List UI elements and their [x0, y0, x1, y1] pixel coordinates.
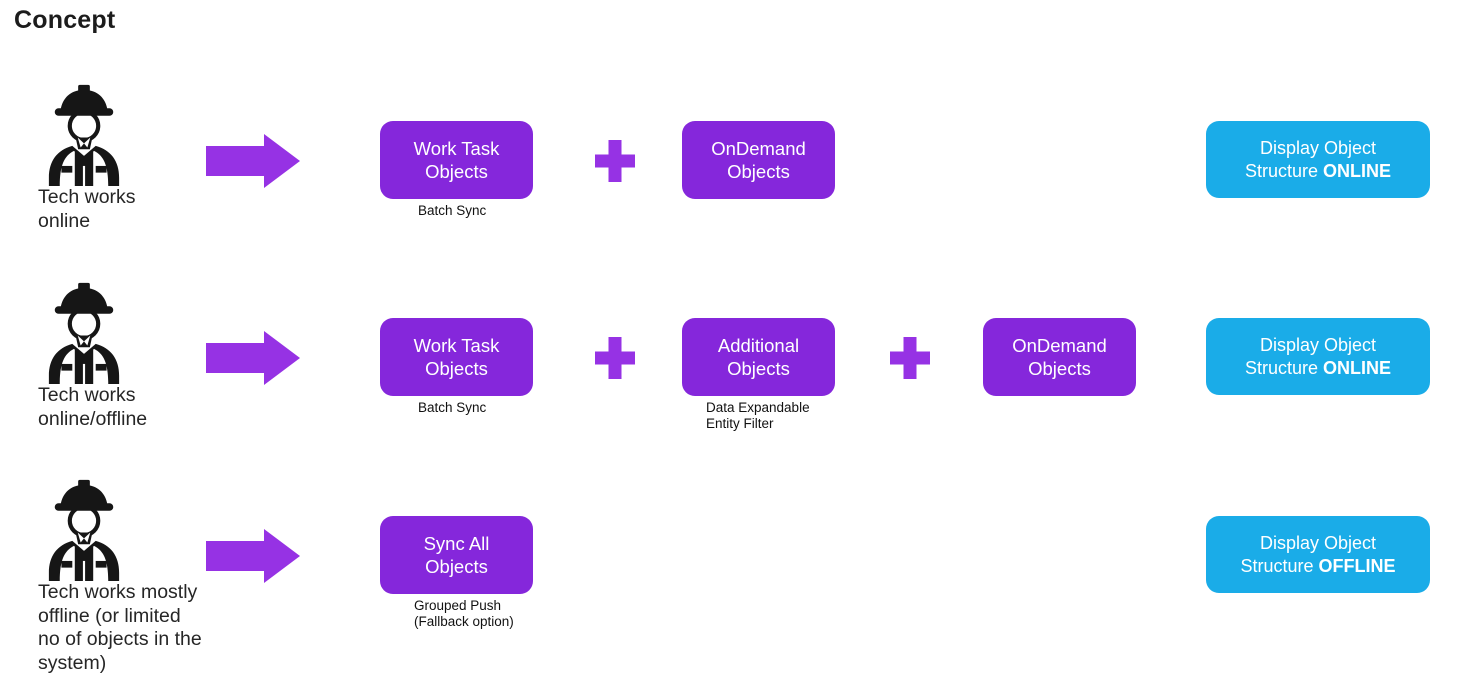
result-line1: Display Object	[1259, 532, 1377, 553]
page-title: Concept	[14, 6, 116, 34]
result-mode: ONLINE	[1323, 357, 1392, 378]
work-task-objects-box: Work Task Objects	[380, 318, 533, 396]
construction-worker-icon	[42, 84, 126, 186]
actor-caption: Tech works online/offline	[38, 384, 148, 430]
result-mode: ONLINE	[1323, 160, 1392, 181]
construction-worker-icon	[42, 282, 126, 384]
sync-all-objects-box: Sync All Objects	[380, 516, 533, 594]
result-line1: Display Object	[1259, 334, 1377, 355]
data-expandable-entity-filter-label: Data Expandable Entity Filter	[706, 400, 810, 431]
plus-icon	[890, 337, 930, 379]
work-task-objects-box: Work Task Objects	[380, 121, 533, 199]
arrow-right-icon	[206, 529, 300, 583]
result-mode: OFFLINE	[1318, 555, 1396, 576]
actor-caption: Tech works online	[38, 186, 136, 232]
grouped-push-label: Grouped Push (Fallback option)	[414, 598, 514, 629]
plus-icon	[595, 337, 635, 379]
ondemand-objects-box: OnDemand Objects	[682, 121, 835, 199]
batch-sync-label: Batch Sync	[418, 203, 487, 218]
arrow-right-icon	[206, 331, 300, 385]
arrow-right-icon	[206, 134, 300, 188]
actor-caption: Tech works mostly offline (or limited no…	[38, 581, 202, 674]
additional-objects-box: Additional Objects	[682, 318, 835, 396]
construction-worker-icon	[42, 479, 126, 581]
result-line1: Display Object	[1259, 137, 1377, 158]
ondemand-objects-box: OnDemand Objects	[983, 318, 1136, 396]
plus-icon	[595, 140, 635, 182]
batch-sync-label: Batch Sync	[418, 400, 487, 415]
